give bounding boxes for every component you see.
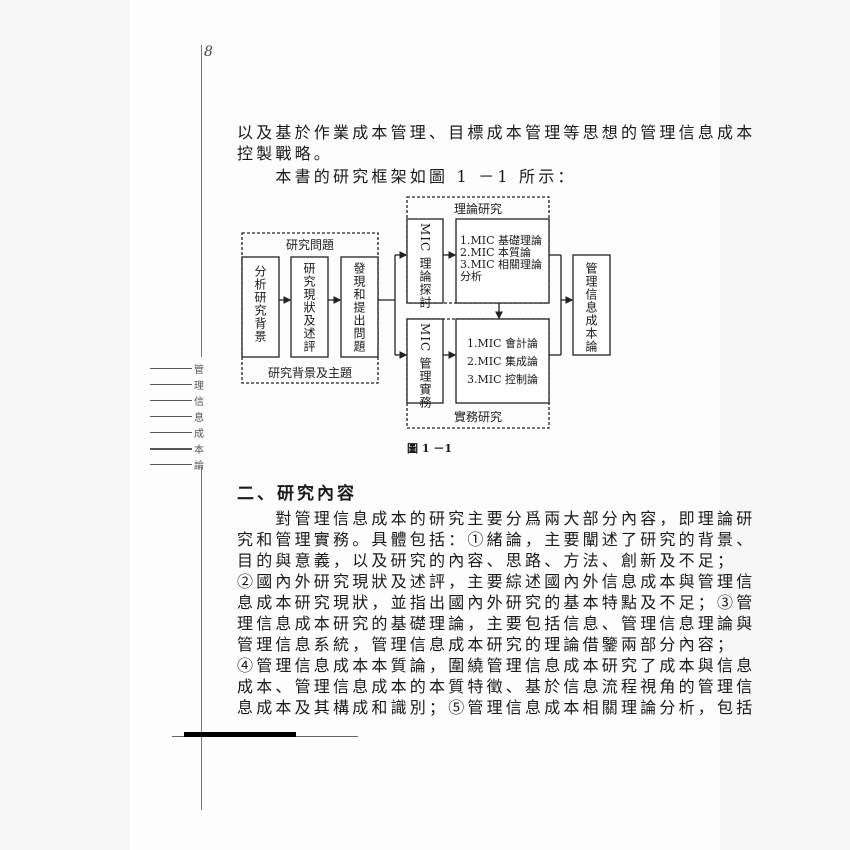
text-line: 對管理信息成本的研究主要分爲兩大部分內容，即理論研 <box>237 509 756 528</box>
text-line: 本書的研究框架如圖 1 －1 所示： <box>237 167 577 186</box>
text-line: 成本、管理信息成本的本質特徵、基於信息流程視角的管理信 <box>237 677 756 696</box>
box-result-label: 管理信息成本論 <box>584 261 598 353</box>
text-line: 控製戰略。 <box>237 144 334 163</box>
book-page <box>130 0 720 850</box>
problem-group-bottom-label: 研究背景及主題 <box>268 365 352 380</box>
section-heading: 二、研究內容 <box>237 484 357 504</box>
box-result <box>572 254 611 356</box>
text-line: ②國內外研究現狀及述評，主要綜述國內外信息成本與管理信 <box>237 572 756 591</box>
box-theory <box>406 218 444 304</box>
text-line: 管理信息系統，管理信息成本研究的理論借鑒兩部分內容； <box>237 635 737 654</box>
theory-item: 3.MIC 相關理論 <box>460 257 542 271</box>
text-line: 息成本及其構成和識別；⑤管理信息成本相關理論分析，包括 <box>237 698 756 717</box>
box-theory-label: MIC 理論探討 <box>418 223 432 309</box>
practice-item: 3.MIC 控制論 <box>467 372 538 386</box>
side-tab-char: 息 <box>194 413 204 424</box>
side-tab-char: 本 <box>194 445 204 456</box>
figure-caption: 圖 1 －1 <box>407 442 452 455</box>
side-tab-char: 信 <box>194 397 204 408</box>
footer-bar <box>184 732 296 737</box>
box-practice-label: MIC 管理實務 <box>418 323 432 409</box>
box-problem <box>340 256 379 358</box>
box-status <box>290 256 329 358</box>
practice-group-label: 實務研究 <box>454 409 502 424</box>
text-line: 以及基於作業成本管理、目標成本管理等思想的管理信息成本 <box>237 123 756 142</box>
theory-group-label: 理論研究 <box>454 201 502 216</box>
text-line: 息成本研究現狀，並指出國內外研究的基本特點及不足；③管 <box>237 593 756 612</box>
text-line: 理信息成本研究的基礎理論，主要包括信息、管理信息理論與 <box>237 614 756 633</box>
box-background <box>241 256 280 358</box>
margin-rule-bottom <box>201 468 202 810</box>
page-number: 8 <box>204 44 213 60</box>
practice-item: 1.MIC 會計論 <box>467 336 538 350</box>
side-tab-char: 成 <box>194 429 204 440</box>
problem-group-label: 研究問題 <box>286 237 334 252</box>
theory-item: 1.MIC 基礎理論 <box>460 233 542 247</box>
theory-item: 分析 <box>460 269 482 283</box>
side-tab-char: 論 <box>194 461 204 472</box>
practice-item: 2.MIC 集成論 <box>467 354 538 368</box>
margin-rule-top <box>201 45 202 357</box>
box-background-label: 分析研究背景 <box>253 265 267 343</box>
text-line: 目的與意義，以及研究的內容、思路、方法、創新及不足； <box>237 551 737 570</box>
box-theory-items <box>455 218 550 304</box>
text-line: ④管理信息成本本質論，圍繞管理信息成本研究了成本與信息 <box>237 656 756 675</box>
theory-item: 2.MIC 本質論 <box>460 245 531 259</box>
box-problem-label: 發現和提出問題 <box>352 261 366 353</box>
box-status-label: 研究現狀及述評 <box>302 262 316 353</box>
side-tab-char: 管 <box>194 365 204 376</box>
side-tab-char: 理 <box>194 381 204 392</box>
text-line: 究和管理實務。具體包括：①緒論，主要闡述了研究的背景、 <box>237 530 756 549</box>
box-practice <box>406 318 444 404</box>
